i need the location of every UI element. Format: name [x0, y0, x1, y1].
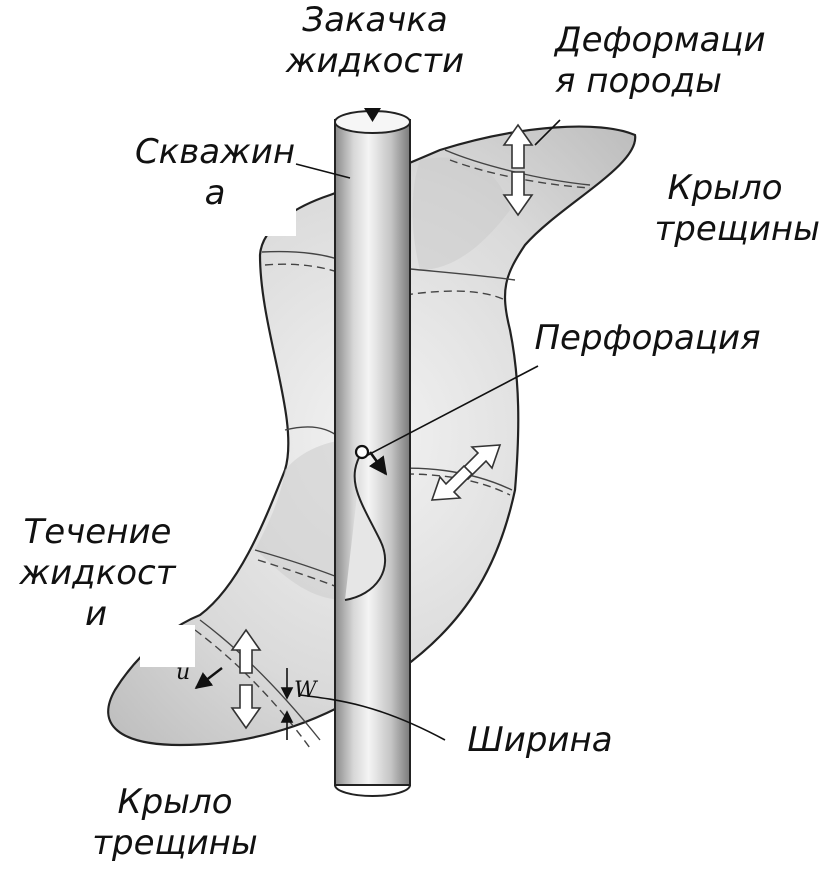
label-wing-right-line2: трещины — [630, 209, 820, 250]
label-width-text: Ширина — [465, 720, 615, 761]
label-deformation-line2: я породы — [555, 61, 785, 102]
label-mask-perforation — [600, 368, 760, 382]
label-injection-line1: Закачка — [270, 0, 480, 41]
label-well-line1: Скважин — [120, 132, 310, 173]
symbol-width: W — [294, 678, 317, 703]
label-flow: Течение жидкост и — [5, 512, 190, 634]
label-deformation-line1: Деформаци — [555, 20, 785, 61]
label-flow-line1: Течение — [5, 512, 190, 553]
label-wing-bottom-line1: Крыло — [80, 782, 270, 823]
label-wing-bottom: Крыло трещины — [80, 782, 270, 864]
label-width: Ширина — [465, 720, 615, 761]
label-well: Скважин а — [120, 132, 310, 214]
symbol-velocity: u — [176, 660, 190, 685]
label-wing-right: Крыло трещины — [630, 168, 820, 250]
label-injection-line2: жидкости — [270, 41, 480, 82]
label-flow-line3: и — [5, 594, 190, 635]
label-wing-right-line1: Крыло — [630, 168, 820, 209]
label-perforation: Перфорация — [530, 318, 765, 359]
well-pipe-bottom — [335, 785, 410, 796]
label-perforation-text: Перфорация — [530, 318, 765, 359]
label-injection: Закачка жидкости — [270, 0, 480, 82]
label-deformation: Деформаци я породы — [555, 20, 785, 102]
label-well-line2: а — [120, 173, 310, 214]
label-wing-bottom-line2: трещины — [80, 823, 270, 864]
label-flow-line2: жидкост — [5, 553, 190, 594]
